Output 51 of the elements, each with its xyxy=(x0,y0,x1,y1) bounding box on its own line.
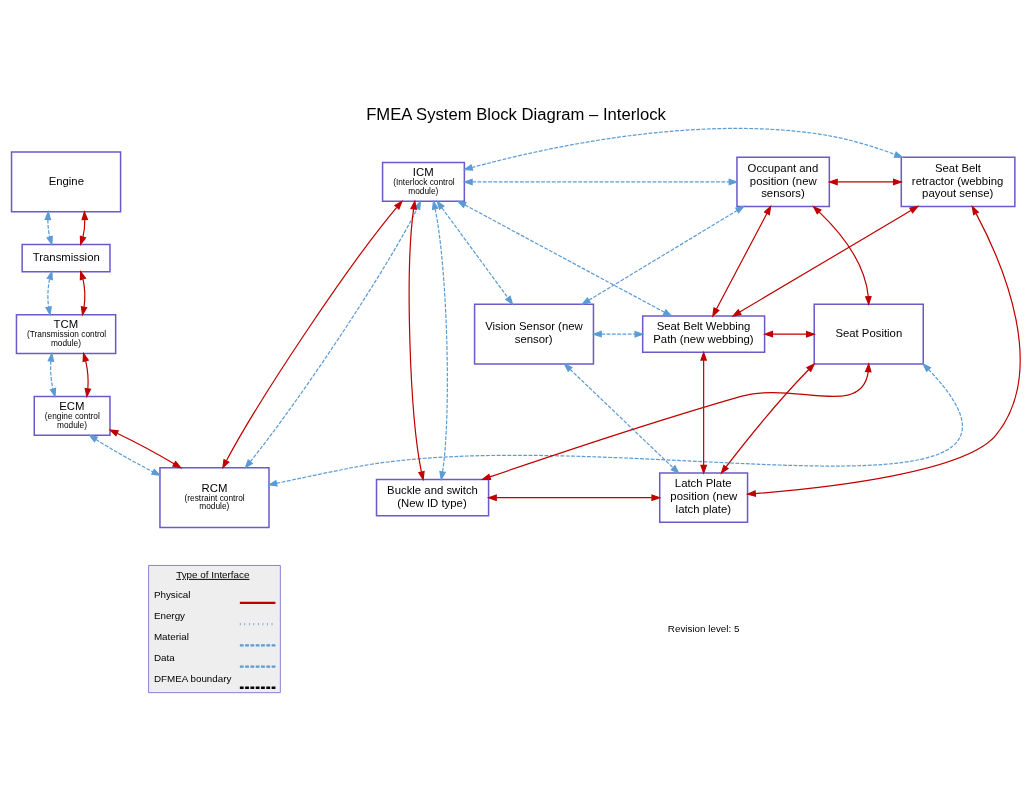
arrow xyxy=(222,199,404,469)
arrow xyxy=(462,127,905,171)
node-box: Engine xyxy=(10,150,122,213)
arrow xyxy=(456,199,673,317)
node-box: Occupant and position (new sensors) xyxy=(736,156,831,207)
arrow xyxy=(244,199,422,469)
arrow xyxy=(267,362,962,487)
node-box: Seat Belt Webbing Path (new webbing) xyxy=(641,314,766,353)
arrow xyxy=(591,330,645,338)
node-box: Latch Plate position (new latch plate) xyxy=(658,471,749,523)
arrow xyxy=(563,362,680,474)
node-box: ECM (engine control module) xyxy=(33,395,111,436)
arrow xyxy=(580,205,746,305)
arrow xyxy=(812,204,872,306)
arrow xyxy=(731,205,920,317)
node-box: Seat Position xyxy=(813,302,924,365)
arrow xyxy=(79,269,88,316)
arrow xyxy=(408,199,425,481)
node-box: TCM (Transmission control module) xyxy=(15,313,117,354)
legend-label: Energy xyxy=(153,609,186,621)
arrow xyxy=(47,351,57,398)
arrow xyxy=(82,351,92,398)
node-box: Seat Belt retractor (webbing payout sense) xyxy=(900,156,1016,207)
node-box: ICM (Interlock control module) xyxy=(381,161,466,202)
arrow xyxy=(763,330,816,338)
legend-label: DFMEA boundary xyxy=(153,672,232,684)
arrow xyxy=(44,209,53,246)
node-box: Transmission xyxy=(21,243,111,272)
arrow xyxy=(108,428,183,469)
node-box: RCM (restraint control module) xyxy=(159,466,270,528)
legend-label: Data xyxy=(153,651,175,663)
arrow xyxy=(720,362,816,474)
arrow xyxy=(79,209,89,246)
node-box: Buckle and switch (New ID type) xyxy=(375,478,490,517)
arrow xyxy=(431,199,448,481)
arrow xyxy=(711,204,772,318)
arrow xyxy=(88,433,162,476)
label: Type of Interface xyxy=(176,568,250,580)
label: Revision level: 5 xyxy=(667,622,740,634)
arrow xyxy=(745,204,1021,497)
arrow xyxy=(827,177,903,185)
diagram-title: FMEA System Block Diagram – Interlock xyxy=(366,104,666,124)
arrow xyxy=(486,493,662,501)
legend-label: Material xyxy=(153,630,189,642)
arrow xyxy=(480,361,872,480)
arrow xyxy=(700,350,708,475)
arrow xyxy=(436,199,514,305)
legend-label: Physical xyxy=(153,588,191,600)
node-box: Vision Sensor (new sensor) xyxy=(473,302,595,365)
arrow xyxy=(45,269,53,316)
arrow xyxy=(462,177,739,185)
